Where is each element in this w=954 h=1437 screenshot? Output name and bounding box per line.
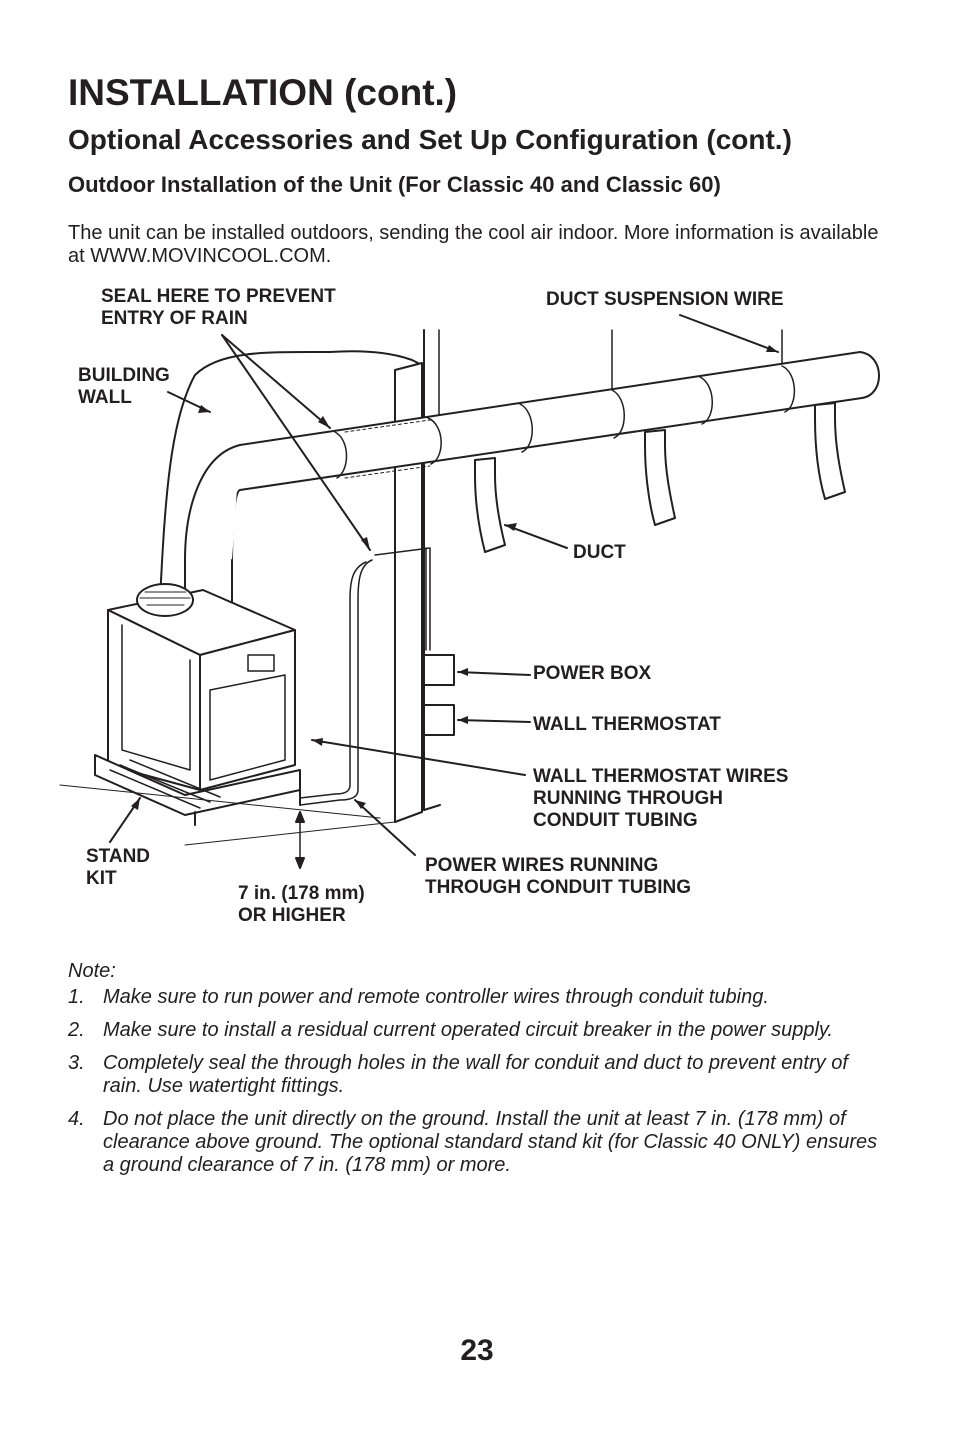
note-number: 2. [68,1019,85,1041]
page-heading: INSTALLATION (cont.) [68,72,458,113]
building-wall [394,362,423,823]
note-text: Completely seal the through holes in the… [103,1052,848,1097]
power-box [423,654,455,686]
label-building-wall-line1: BUILDING [78,365,170,386]
wall-thermostat [423,704,455,736]
building-wall-outline [159,350,423,601]
note-number: 3. [68,1052,85,1074]
note-item: 2. Make sure to install a residual curren… [68,1019,888,1042]
label-clearance-line2: OR HIGHER [238,905,346,926]
note-item: 4. Do not place the unit directly on the … [68,1108,888,1177]
note-text: Make sure to run power and remote contro… [103,986,769,1008]
label-power-box: POWER BOX [533,663,652,684]
intro-paragraph: The unit can be installed outdoors, send… [68,222,879,267]
page-number: 23 [460,1334,494,1367]
note-number: 1. [68,986,85,1008]
label-thermostat-wires-line1: WALL THERMOSTAT WIRES [533,766,788,787]
label-clearance-line1: 7 in. (178 mm) [238,883,365,904]
label-power-wires-line1: POWER WIRES RUNNING [425,855,658,876]
section-title: Outdoor Installation of the Unit (For Cl… [68,172,721,197]
label-seal-line1: SEAL HERE TO PREVENT [101,286,336,307]
label-thermostat-wires-line3: CONDUIT TUBING [533,810,698,831]
note-item: 1. Make sure to run power and remote cont… [68,986,888,1009]
note-title: Note: [68,960,116,982]
note-text: Make sure to install a residual current … [103,1019,833,1041]
notes-list: 1. Make sure to run power and remote cont… [68,986,888,1187]
page-subheading: Optional Accessories and Set Up Configur… [68,124,792,155]
label-power-wires-line2: THROUGH CONDUIT TUBING [425,877,691,898]
label-seal-line2: ENTRY OF RAIN [101,308,248,329]
label-duct-suspension-wire: DUCT SUSPENSION WIRE [546,289,784,310]
label-thermostat-wires-line2: RUNNING THROUGH [533,788,723,809]
label-stand-kit-line1: STAND [86,846,150,867]
duct-pipe [231,351,880,561]
label-building-wall-line2: WALL [78,387,132,408]
note-item: 3. Completely seal the through holes in t… [68,1052,888,1098]
label-stand-kit-line2: KIT [86,868,117,889]
note-number: 4. [68,1108,85,1130]
note-text: Do not place the unit directly on the gr… [103,1108,878,1176]
label-wall-thermostat: WALL THERMOSTAT [533,714,721,735]
label-duct: DUCT [573,542,626,563]
installation-diagram: SEAL HERE TO PREVENT ENTRY OF RAIN DUCT … [59,286,880,926]
